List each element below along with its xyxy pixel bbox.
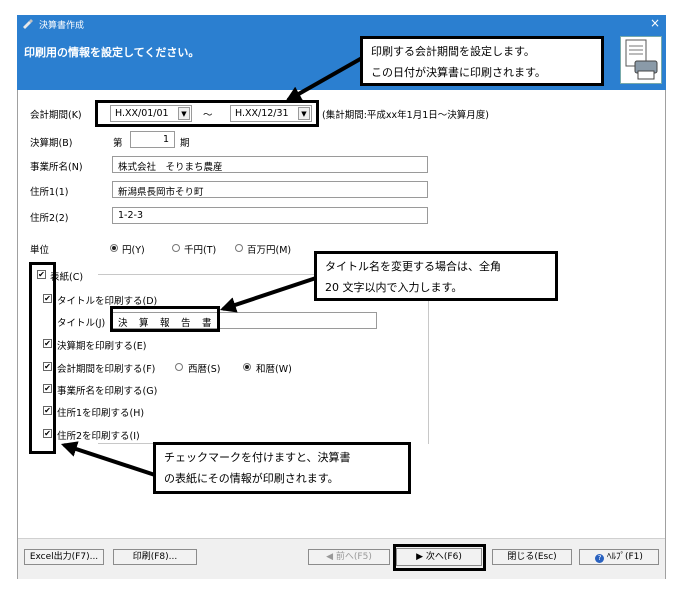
callout-title-line2: 20 文字以内で入力します。 — [325, 281, 463, 294]
japanese-era-label: 和暦(W) — [256, 364, 292, 375]
print-address1-label: 住所1を印刷する(H) — [57, 408, 145, 419]
western-era-label: 西暦(S) — [188, 364, 221, 375]
print-title-label: タイトルを印刷する(D) — [57, 296, 158, 307]
group-divider — [98, 274, 428, 275]
term-suffix: 期 — [180, 138, 190, 149]
print-term-label: 決算期を印刷する(E) — [57, 341, 147, 352]
unit-thousand-radio[interactable] — [172, 244, 180, 252]
print-address1-checkbox[interactable]: ✔ — [43, 406, 52, 415]
print-address2-label: 住所2を印刷する(I) — [57, 431, 140, 442]
printer-document-icon — [620, 36, 662, 84]
arrow-to-checkboxes — [60, 441, 156, 477]
period-note: (集計期間:平成xx年1月1日～決算月度) — [322, 110, 489, 121]
unit-yen-label: 円(Y) — [122, 245, 145, 256]
print-term-checkbox[interactable]: ✔ — [43, 339, 52, 348]
print-company-checkbox[interactable]: ✔ — [43, 384, 52, 393]
callout-checkbox: チェックマークを付けますと、決算書 の表紙にその情報が印刷されます。 — [153, 442, 411, 494]
address2-label: 住所2(2) — [30, 213, 69, 224]
help-button[interactable]: ? ﾍﾙﾌﾟ(F1) — [579, 549, 659, 565]
unit-million-label: 百万円(M) — [247, 245, 292, 256]
print-company-label: 事業所名を印刷する(G) — [57, 386, 158, 397]
print-button[interactable]: 印刷(F8)... — [113, 549, 197, 565]
western-era-radio[interactable] — [175, 363, 183, 371]
print-title-checkbox[interactable]: ✔ — [43, 294, 52, 303]
period-highlight-frame — [95, 100, 319, 127]
term-prefix: 第 — [113, 138, 123, 149]
callout-checkbox-line2: の表紙にその情報が印刷されます。 — [164, 472, 339, 485]
unit-yen-radio[interactable] — [110, 244, 118, 252]
cover-checkbox[interactable]: ✔ — [37, 270, 46, 279]
close-button[interactable]: 閉じる(Esc) — [492, 549, 572, 565]
arrow-to-period — [285, 56, 363, 102]
app-icon — [23, 19, 33, 29]
title-highlight-frame — [110, 306, 220, 332]
period-label: 会計期間(K) — [30, 110, 82, 121]
address1-label: 住所1(1) — [30, 187, 69, 198]
print-period-checkbox[interactable]: ✔ — [43, 362, 52, 371]
callout-title-line1: タイトル名を変更する場合は、全角 — [325, 260, 501, 273]
cover-label: 表紙(C) — [50, 272, 84, 283]
title-bar: 決算書作成 × — [17, 15, 666, 33]
term-label: 決算期(B) — [30, 138, 73, 149]
callout-checkbox-line1: チェックマークを付けますと、決算書 — [164, 451, 351, 464]
callout-period: 印刷する会計期間を設定します。 この日付が決算書に印刷されます。 — [360, 36, 604, 86]
arrow-to-title — [219, 276, 317, 313]
period-to-select[interactable]: H.XX/12/31 ▼ — [230, 105, 312, 122]
address1-input[interactable]: 新潟県長岡市そり町 — [112, 181, 428, 198]
prev-button[interactable]: ◀ 前へ(F5) — [308, 549, 390, 565]
callout-period-line1: 印刷する会計期間を設定します。 — [371, 45, 535, 58]
unit-million-radio[interactable] — [235, 244, 243, 252]
title-input[interactable]: 決 算 報 告 書 — [112, 312, 377, 329]
address2-input[interactable]: 1-2-3 — [112, 207, 428, 224]
company-input[interactable]: 株式会社 そりまち農産 — [112, 156, 428, 173]
print-address2-checkbox[interactable]: ✔ — [43, 429, 52, 438]
help-icon: ? — [595, 554, 605, 563]
chevron-down-icon: ▼ — [298, 107, 310, 120]
period-from-select[interactable]: H.XX/01/01 ▼ — [110, 105, 192, 122]
group-border-right — [428, 274, 429, 444]
next-button[interactable]: ▶ 次へ(F6) — [396, 548, 482, 566]
close-window-button[interactable]: × — [649, 16, 660, 30]
callout-period-line2: この日付が決算書に印刷されます。 — [371, 66, 546, 79]
company-label: 事業所名(N) — [30, 162, 83, 173]
period-to-value: H.XX/12/31 — [235, 108, 289, 119]
window-title: 決算書作成 — [39, 21, 85, 31]
term-input[interactable]: 1 — [130, 131, 175, 148]
title-field-label: タイトル(J) — [57, 318, 106, 329]
unit-label: 単位 — [30, 245, 50, 256]
unit-thousand-label: 千円(T) — [184, 245, 217, 256]
callout-title: タイトル名を変更する場合は、全角 20 文字以内で入力します。 — [314, 251, 558, 301]
checkbox-highlight-frame — [29, 262, 56, 454]
next-highlight-frame — [393, 544, 486, 571]
chevron-down-icon: ▼ — [178, 107, 190, 120]
period-separator: ～ — [203, 110, 213, 121]
print-period-label: 会計期間を印刷する(F) — [57, 364, 156, 375]
help-label: ﾍﾙﾌﾟ(F1) — [606, 552, 643, 562]
header-title: 印刷用の情報を設定してください。 — [24, 46, 200, 59]
japanese-era-radio[interactable] — [243, 363, 251, 371]
excel-export-button[interactable]: Excel出力(F7)... — [24, 549, 104, 565]
period-from-value: H.XX/01/01 — [115, 108, 169, 119]
group-border-bottom — [98, 443, 153, 444]
